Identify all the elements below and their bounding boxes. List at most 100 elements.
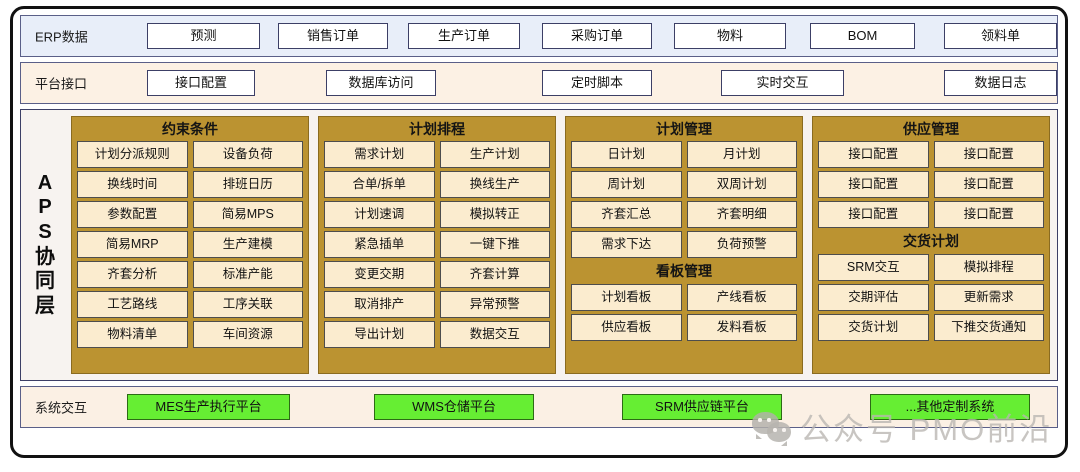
aps-label-glyph-2: P (38, 196, 52, 219)
aps-tile[interactable]: 齐套计算 (439, 261, 550, 289)
erp-chip-4[interactable]: 采购订单 (542, 23, 652, 49)
aps-tile[interactable]: 齐套分析 (77, 261, 188, 289)
tile-grid: 接口配置接口配置接口配置接口配置接口配置接口配置 (818, 141, 1044, 229)
aps-panel-scheduling: 计划排程需求计划生产计划合单/拆单换线生产计划速调模拟转正紧急插单一键下推变更交… (318, 116, 556, 374)
aps-tile[interactable]: SRM交互 (818, 253, 929, 281)
erp-chip-1[interactable]: 预测 (147, 23, 260, 49)
aps-tile[interactable]: 日计划 (571, 141, 682, 169)
aps-tile[interactable]: 工序关联 (192, 291, 303, 319)
aps-tile[interactable]: 生产计划 (439, 141, 550, 169)
platform-chip-5[interactable]: 数据日志 (944, 70, 1057, 96)
aps-tile[interactable]: 参数配置 (77, 201, 188, 229)
erp-row-label: ERP数据 (35, 29, 88, 45)
aps-tile[interactable]: 合单/拆单 (324, 171, 435, 199)
aps-tile[interactable]: 变更交期 (324, 261, 435, 289)
system-chip-4[interactable]: ...其他定制系统 (870, 394, 1030, 420)
tile-grid: 计划看板产线看板供应看板发料看板 (571, 283, 797, 341)
erp-chip-6[interactable]: BOM (810, 23, 915, 49)
aps-tile[interactable]: 计划分派规则 (77, 141, 188, 169)
aps-tile[interactable]: 标准产能 (192, 261, 303, 289)
aps-tile[interactable]: 工艺路线 (77, 291, 188, 319)
aps-tile[interactable]: 月计划 (686, 141, 797, 169)
aps-tile[interactable]: 接口配置 (933, 141, 1044, 169)
aps-tile[interactable]: 简易MRP (77, 231, 188, 259)
system-interaction-row: 系统交互 MES生产执行平台 WMS仓储平台 SRM供应链平台 ...其他定制系统 (20, 386, 1058, 428)
aps-tile[interactable]: 紧急插单 (324, 231, 435, 259)
aps-tile[interactable]: 计划速调 (324, 201, 435, 229)
aps-tile[interactable]: 周计划 (571, 171, 682, 199)
platform-chip-2[interactable]: 数据库访问 (326, 70, 436, 96)
erp-data-row: ERP数据 预测销售订单生产订单采购订单物料 BOM 领料单 (20, 15, 1058, 57)
platform-row-label: 平台接口 (35, 76, 88, 92)
panel-title: 交货计划 (903, 233, 959, 250)
aps-tile[interactable]: 供应看板 (571, 313, 682, 341)
system-chip-3[interactable]: SRM供应链平台 (622, 394, 782, 420)
aps-tile[interactable]: 接口配置 (818, 141, 929, 169)
aps-tile[interactable]: 数据交互 (439, 321, 550, 349)
aps-tile[interactable]: 产线看板 (686, 283, 797, 311)
panel-title: 计划管理 (656, 121, 712, 137)
aps-tile[interactable]: 双周计划 (686, 171, 797, 199)
aps-tile[interactable]: 异常预警 (439, 291, 550, 319)
aps-tile[interactable]: 排班日历 (192, 171, 303, 199)
aps-tile[interactable]: 取消排产 (324, 291, 435, 319)
aps-tile[interactable]: 接口配置 (933, 201, 1044, 229)
aps-tile[interactable]: 换线生产 (439, 171, 550, 199)
erp-chip-7[interactable]: 领料单 (944, 23, 1057, 49)
aps-tile[interactable]: 交货计划 (818, 313, 929, 341)
tile-grid: 需求计划生产计划合单/拆单换线生产计划速调模拟转正紧急插单一键下推变更交期齐套计… (324, 141, 550, 349)
aps-label-glyph-4: 协 (35, 245, 55, 268)
aps-tile[interactable]: 计划看板 (571, 283, 682, 311)
aps-tile[interactable]: 物料清单 (77, 321, 188, 349)
erp-chip-2[interactable]: 销售订单 (278, 23, 388, 49)
aps-tile[interactable]: 需求计划 (324, 141, 435, 169)
system-chip-2[interactable]: WMS仓储平台 (374, 394, 534, 420)
tile-grid: SRM交互模拟排程交期评估更新需求交货计划下推交货通知 (818, 253, 1044, 341)
aps-tile[interactable]: 齐套汇总 (571, 201, 682, 229)
aps-tile[interactable]: 模拟排程 (933, 253, 1044, 281)
panel-title: 计划排程 (409, 121, 465, 137)
aps-tile[interactable]: 车间资源 (192, 321, 303, 349)
aps-tile[interactable]: 简易MPS (192, 201, 303, 229)
aps-tile[interactable]: 接口配置 (818, 201, 929, 229)
panel-title: 约束条件 (162, 121, 218, 137)
system-chip-1[interactable]: MES生产执行平台 (127, 394, 290, 420)
aps-tile[interactable]: 齐套明细 (686, 201, 797, 229)
aps-tile[interactable]: 生产建模 (192, 231, 303, 259)
platform-chip-1[interactable]: 接口配置 (147, 70, 255, 96)
aps-tile[interactable]: 交期评估 (818, 283, 929, 311)
aps-label-glyph-1: A (37, 171, 53, 194)
tile-grid: 日计划月计划周计划双周计划齐套汇总齐套明细需求下达负荷预警 (571, 141, 797, 259)
aps-tile[interactable]: 接口配置 (933, 171, 1044, 199)
panel-title: 供应管理 (903, 121, 959, 137)
aps-panel-plan-management: 计划管理日计划月计划周计划双周计划齐套汇总齐套明细需求下达负荷预警看板管理计划看… (565, 116, 803, 374)
aps-tile[interactable]: 更新需求 (933, 283, 1044, 311)
aps-label-glyph-5: 同 (35, 270, 55, 293)
system-row-label: 系统交互 (35, 400, 88, 416)
aps-tile[interactable]: 接口配置 (818, 171, 929, 199)
aps-tile[interactable]: 发料看板 (686, 313, 797, 341)
erp-chip-5[interactable]: 物料 (674, 23, 786, 49)
aps-label-glyph-6: 层 (35, 294, 55, 317)
aps-tile[interactable]: 模拟转正 (439, 201, 550, 229)
platform-chip-3[interactable]: 定时脚本 (542, 70, 652, 96)
aps-tile[interactable]: 负荷预警 (686, 231, 797, 259)
aps-label-glyph-3: S (38, 220, 52, 243)
panel-title: 看板管理 (656, 263, 712, 280)
aps-tile[interactable]: 下推交货通知 (933, 313, 1044, 341)
aps-tile[interactable]: 一键下推 (439, 231, 550, 259)
erp-chip-3[interactable]: 生产订单 (408, 23, 520, 49)
aps-tile[interactable]: 需求下达 (571, 231, 682, 259)
aps-tile[interactable]: 换线时间 (77, 171, 188, 199)
aps-tile[interactable]: 导出计划 (324, 321, 435, 349)
aps-tile[interactable]: 设备负荷 (192, 141, 303, 169)
platform-interface-row: 平台接口 接口配置 数据库访问 定时脚本 实时交互 数据日志 (20, 62, 1058, 104)
platform-chip-4[interactable]: 实时交互 (721, 70, 844, 96)
